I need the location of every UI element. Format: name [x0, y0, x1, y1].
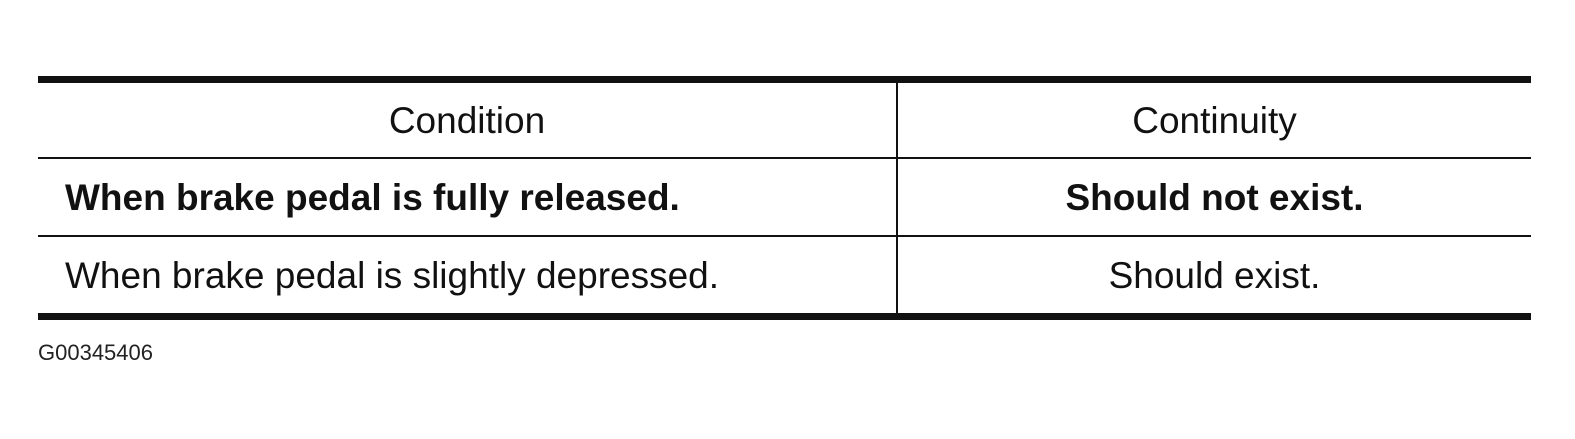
continuity-cell: Should exist. — [1108, 254, 1321, 296]
header-condition: Condition — [38, 79, 898, 159]
table-header: Condition Continuity — [38, 79, 1531, 159]
continuity-cell: Should not exist. — [897, 158, 1531, 237]
table-row: When brake pedal is slightly depressed. … — [38, 236, 1531, 317]
header-continuity: Continuity — [897, 79, 1531, 159]
continuity-spec-table: Condition Continuity When brake pedal is… — [38, 76, 1531, 320]
figure-id-label: G00345406 — [38, 340, 153, 365]
condition-cell: When brake pedal is fully released. — [38, 158, 898, 237]
table-row: When brake pedal is fully released. Shou… — [38, 158, 1531, 237]
header-row: Condition Continuity — [38, 79, 1531, 159]
table-body: When brake pedal is fully released. Shou… — [38, 158, 1531, 317]
condition-cell: When brake pedal is slightly depressed. — [38, 236, 898, 317]
